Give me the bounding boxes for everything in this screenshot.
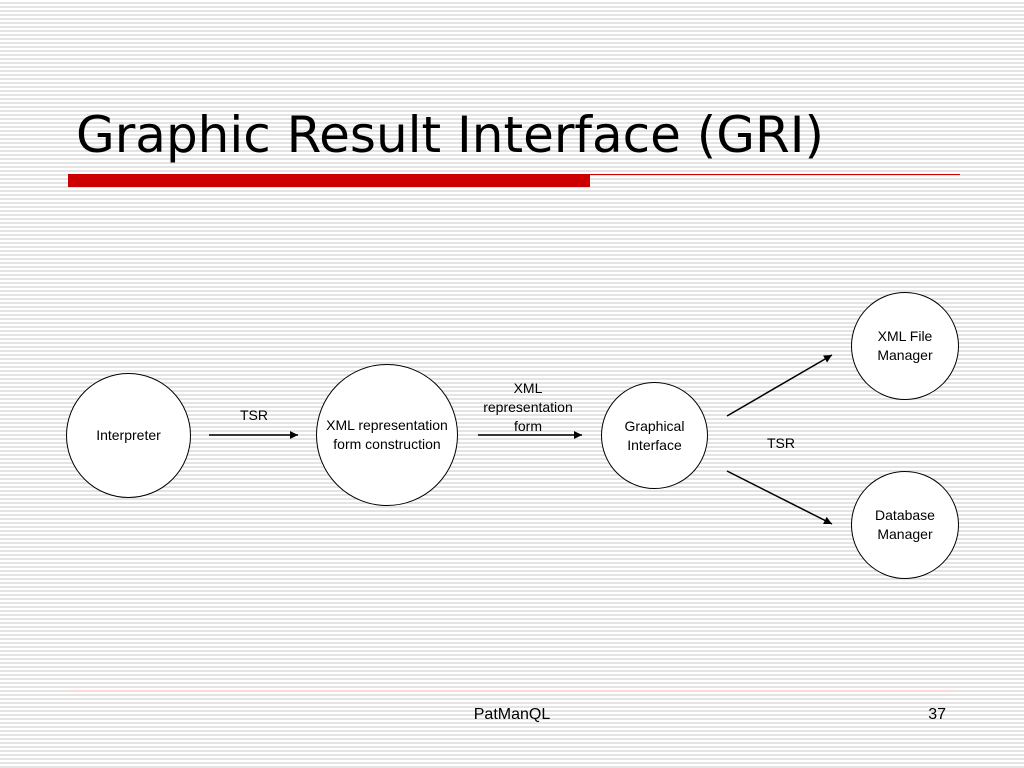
footer-title: PatManQL: [473, 706, 551, 723]
node-interpreter-label: Interpreter: [96, 427, 161, 443]
node-database-manager-label: Database Manager: [875, 507, 935, 542]
node-xml-file-manager-label: XML File Manager: [877, 328, 933, 363]
node-database-manager: Database Manager: [851, 471, 959, 579]
arrow-graphical-interface-to-xml-file-manager: [726, 354, 833, 417]
edge-label-xml-form: XML representation form: [483, 380, 573, 434]
node-graphical-interface-label: Graphical Interface: [624, 417, 685, 453]
slide-title: Graphic Result Interface (GRI): [76, 106, 825, 164]
edge-label-tsr-left: TSR: [240, 407, 268, 423]
node-xml-construction: XML representation form construction: [316, 364, 458, 506]
arrow-graphical-interface-to-database-manager: [726, 470, 833, 525]
node-xml-file-manager: XML File Manager: [851, 292, 959, 400]
page-number: 37: [928, 706, 946, 723]
node-graphical-interface: Graphical Interface: [601, 382, 708, 489]
node-xml-construction-label: XML representation form construction: [326, 417, 448, 452]
title-underline-bar: [68, 174, 590, 187]
footer-rule: [68, 690, 956, 691]
edge-label-tsr-right: TSR: [767, 435, 795, 451]
title-underline-rule: [590, 174, 960, 175]
node-interpreter: Interpreter: [66, 373, 191, 498]
